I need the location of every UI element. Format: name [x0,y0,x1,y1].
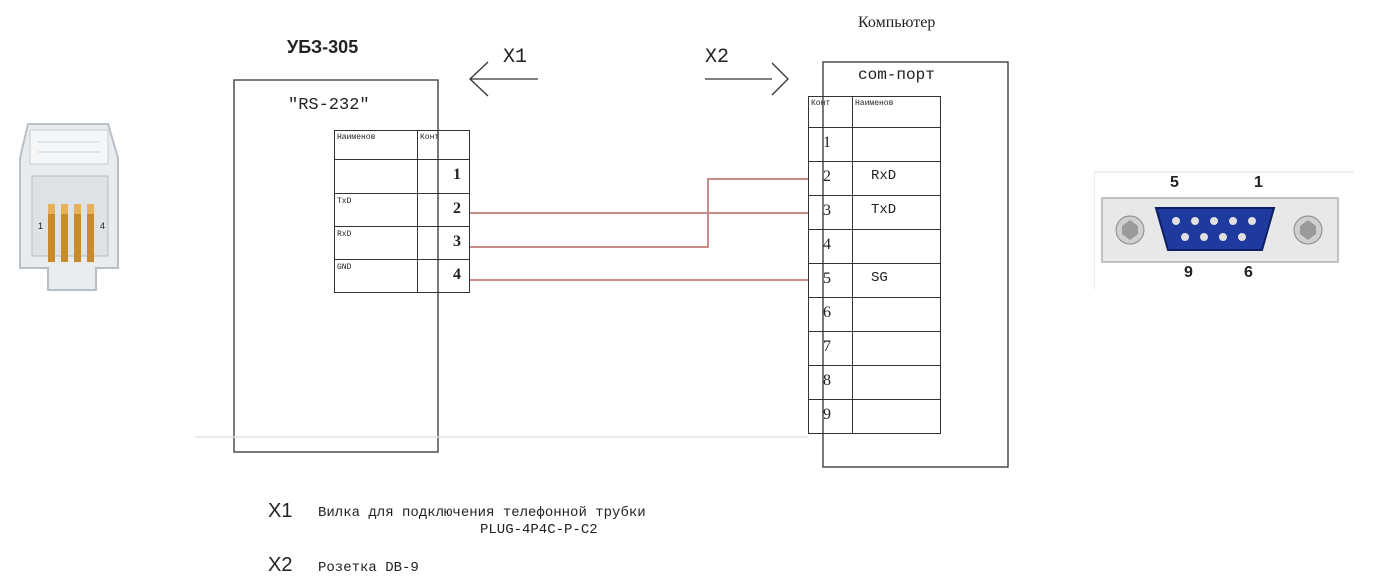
db9-pin-5-label: 5 [1170,174,1179,191]
computer-pin-number: 2 [808,162,853,196]
device-header-name: Наименов [334,130,418,160]
device-signal-name: TxD [334,194,418,227]
db9-pin-1-label: 1 [1254,174,1263,191]
legend-x2-text: Розетка DB-9 [318,560,419,576]
computer-signal-name [853,128,941,162]
device-pin-number: 1 [418,160,470,194]
computer-signal-name [853,332,941,366]
device-signal-name [334,160,418,194]
computer-signal-name [853,400,941,434]
legend-x1-label: X1 [268,500,293,522]
com-port-label: com-порт [858,66,935,84]
device-pin-number: 2 [418,194,470,227]
db9-image: 5 1 9 6 [1093,170,1354,290]
computer-header-name: Наименов [853,96,941,128]
computer-signal-name: TxD [853,196,941,230]
device-pin-number: 3 [418,227,470,260]
rj-plug-icon [19,123,119,291]
legend-x2-label: X2 [268,554,293,576]
device-table-row: 1 [334,160,470,194]
device-interface-label: "RS-232" [288,96,370,115]
device-header-contact: Конт [418,130,470,160]
computer-table-row: 1 [808,128,941,162]
computer-pin-number: 7 [808,332,853,366]
computer-pin-number: 9 [808,400,853,434]
db9-pin-9-label: 9 [1184,264,1193,281]
computer-box [822,61,1009,468]
legend: X1 Вилка для подключения телефонной труб… [268,500,888,578]
device-signal-name: RxD [334,227,418,260]
computer-table-row: 6 [808,298,941,332]
computer-signal-name: SG [853,264,941,298]
x2-connector-label: X2 [705,46,730,69]
wire-rxd [470,178,808,248]
computer-table-row: 9 [808,400,941,434]
computer-signal-name [853,366,941,400]
device-box [233,79,439,453]
device-signal-name: GND [334,260,418,293]
computer-title: Компьютер [858,14,936,31]
computer-signal-name [853,230,941,264]
computer-pin-number: 3 [808,196,853,230]
computer-header-contact: Конт [808,96,853,128]
rj-pin-4-label: 4 [100,221,106,231]
computer-signal-name: RxD [853,162,941,196]
device-title: УБЗ-305 [287,37,359,57]
db9-pin-6-label: 6 [1244,264,1253,281]
x1-connector-label: X1 [503,46,528,69]
legend-x1-text: Вилка для подключения телефонной трубки [318,505,646,521]
computer-table-row: 4 [808,230,941,264]
computer-table-row: 8 [808,366,941,400]
computer-pin-number: 6 [808,298,853,332]
legend-x1-part: PLUG-4P4C-P-C2 [480,522,598,538]
device-pin-number: 4 [418,260,470,293]
computer-pin-number: 4 [808,230,853,264]
computer-pin-number: 8 [808,366,853,400]
computer-pin-number: 5 [808,264,853,298]
db9-connector-icon [1093,171,1354,290]
rj-pin-1-label: 1 [38,221,44,231]
computer-pin-number: 1 [808,128,853,162]
computer-signal-name [853,298,941,332]
rj-plug-image: 1 4 [8,118,128,308]
computer-table-row: 7 [808,332,941,366]
